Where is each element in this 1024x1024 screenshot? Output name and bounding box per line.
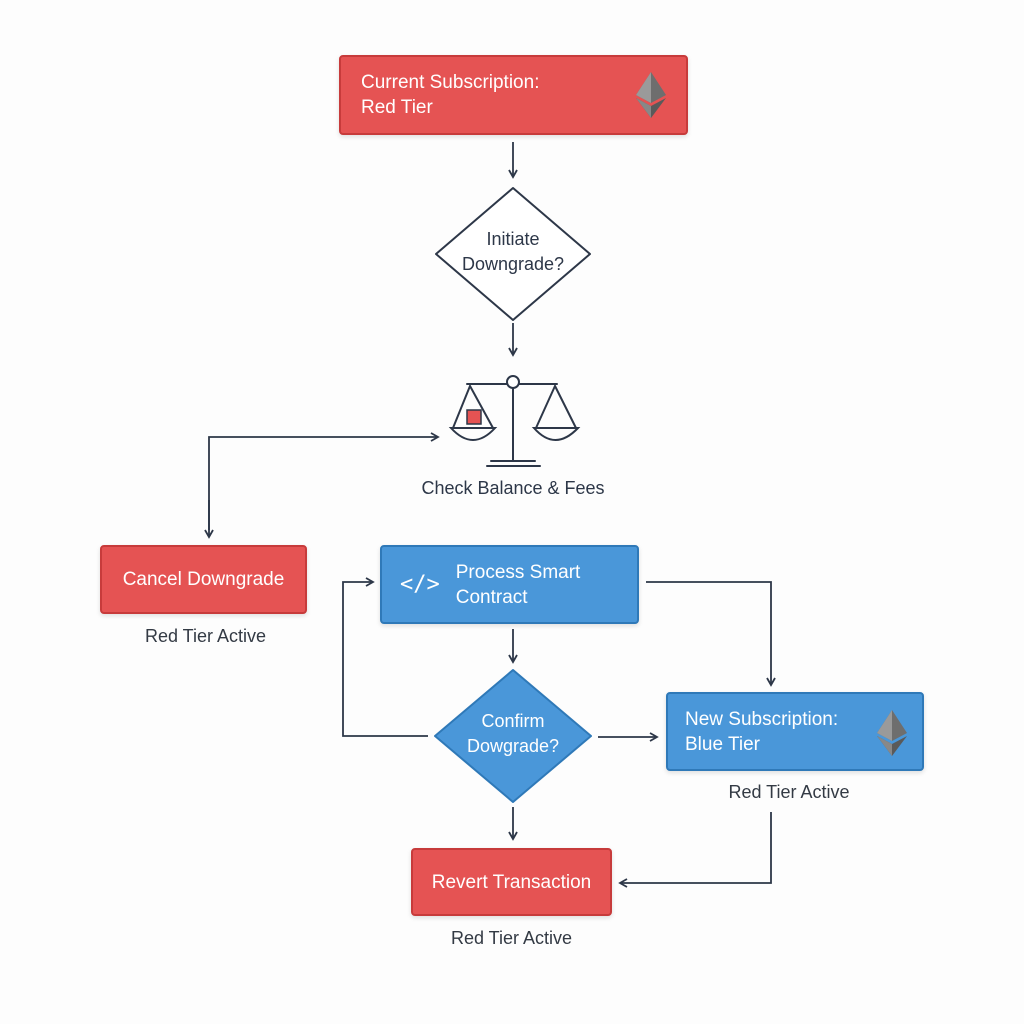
arrow-new-subscription-to-revert [618,812,772,888]
arrow-process-to-new-subscription [646,581,776,687]
cancel-downgrade-box[interactable]: Cancel Downgrade [100,545,307,614]
revert-transaction-caption: Red Tier Active [450,928,573,948]
ethereum-icon [877,710,907,756]
balance-scale-icon [448,375,581,467]
ethereum-icon [636,72,666,118]
arrow-confirm-loop-to-process [342,577,428,737]
process-smart-contract-label: Process Smart Contract [455,561,581,608]
current-subscription-box[interactable]: Current Subscription: Red Tier [339,55,688,135]
revert-transaction-label: Revert Transaction [431,871,592,893]
revert-transaction-box[interactable]: Revert Transaction [411,848,612,916]
new-subscription-label: New Subscription: Blue Tier [685,708,839,755]
confirm-downgrade-label: Confirm Dowgrade? [466,711,560,756]
cancel-downgrade-caption: Red Tier Active [144,626,267,646]
confirm-downgrade-diamond[interactable] [434,669,592,803]
code-icon: </> [400,572,440,597]
new-subscription-box[interactable]: New Subscription: Blue Tier [666,692,924,771]
current-subscription-label: Current Subscription: Red Tier [361,72,540,118]
process-smart-contract-box[interactable]: </> Process Smart Contract [380,545,639,624]
initiate-downgrade-label: Initiate Downgrade? [461,229,565,274]
new-subscription-caption: Red Tier Active [728,782,850,802]
check-balance-label: Check Balance & Fees [421,478,605,498]
initiate-downgrade-diamond[interactable] [435,187,591,321]
cancel-downgrade-label: Cancel Downgrade [122,569,285,590]
arrow-cancel-loop-to-balance [208,432,440,530]
